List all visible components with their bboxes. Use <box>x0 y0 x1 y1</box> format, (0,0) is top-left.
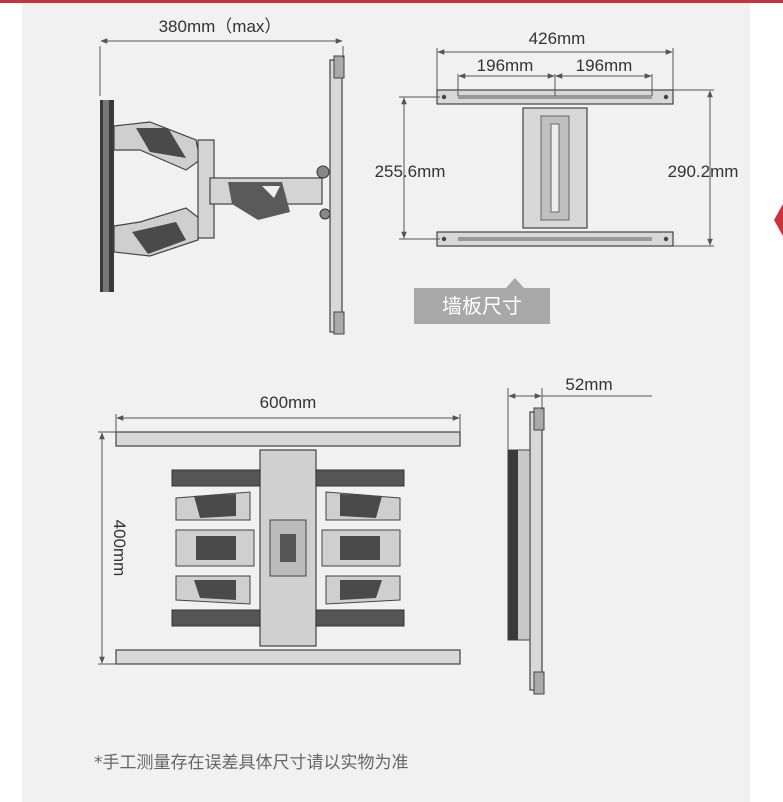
spacing-right-label: 196mm <box>576 56 633 75</box>
plate-width-label: 426mm <box>529 29 586 48</box>
profile-depth-label: 52mm <box>565 375 612 394</box>
wall-plate-drawing <box>436 89 674 247</box>
front-view-dimensions: 600mm 400mm <box>98 393 461 665</box>
reach-label: 380mm（max） <box>159 17 282 36</box>
front-view-drawing <box>115 431 461 665</box>
outer-height-label: 290.2mm <box>668 162 739 181</box>
side-view-arm <box>100 55 345 335</box>
front-width-label: 600mm <box>260 393 317 412</box>
front-height-label: 400mm <box>110 520 129 577</box>
inner-height-label: 255.6mm <box>375 162 446 181</box>
side-arrow-icon[interactable] <box>774 204 783 236</box>
spacing-left-label: 196mm <box>477 56 534 75</box>
callout-pointer <box>506 278 524 288</box>
side-view-reach-dimension: 380mm（max） <box>99 17 344 96</box>
profile-view-drawing <box>507 407 545 695</box>
wall-plate-dimensions: 426mm 196mm 196mm 255.6mm 290.2mm <box>375 29 739 247</box>
measurement-footnote: *手工测量存在误差具体尺寸请以实物为准 <box>94 753 409 773</box>
wall-plate-callout: 墙板尺寸 <box>414 288 550 324</box>
accent-top-line <box>0 0 783 3</box>
profile-view-dimensions: 52mm <box>507 375 652 450</box>
